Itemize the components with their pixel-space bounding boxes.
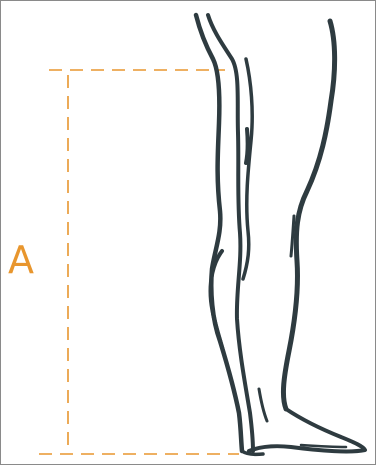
ankle-shadow — [259, 389, 267, 421]
measurement-label-a: A — [8, 237, 44, 283]
far-leg-outline — [283, 21, 334, 409]
far-leg-inner — [243, 59, 252, 279]
measurement-guide — [39, 70, 239, 454]
toe-detail — [301, 445, 346, 447]
leg-side-view-icon — [196, 15, 365, 454]
leg-back-outline — [196, 15, 242, 451]
knee-shadow — [246, 129, 248, 163]
shin-shadow — [291, 216, 294, 256]
